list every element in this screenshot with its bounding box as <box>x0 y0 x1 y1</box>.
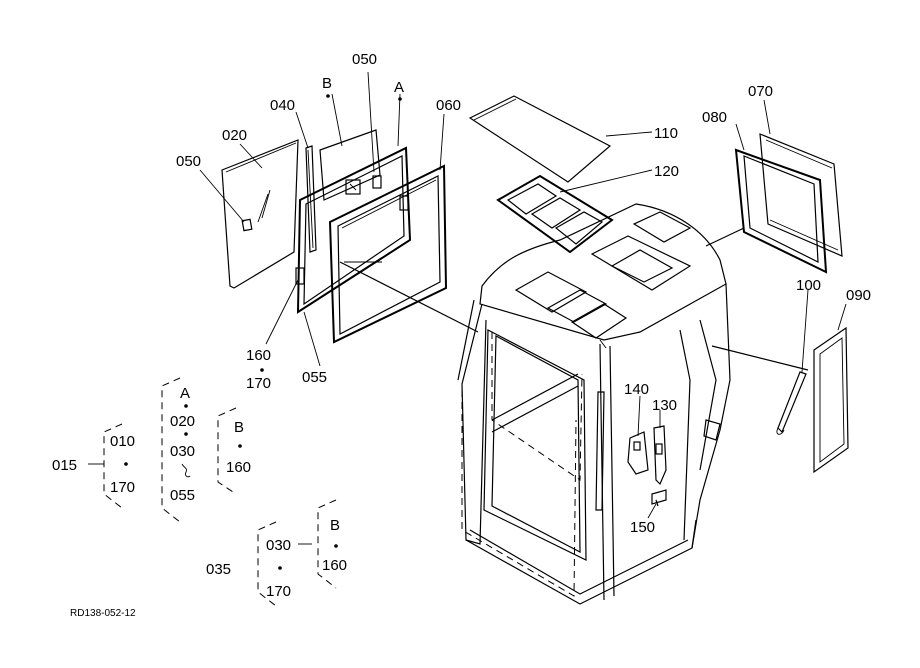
group-035-label: 035 <box>206 561 231 578</box>
group-015-col1-item-0: 010 <box>110 433 135 450</box>
part-020-glass-panel <box>221 139 299 289</box>
callout-050-upper: 050 <box>352 51 377 68</box>
callout-080: 080 <box>702 109 727 126</box>
group-035-col1-item-1: 170 <box>266 583 291 600</box>
callout-020: 020 <box>222 127 247 144</box>
callout-040: 040 <box>270 97 295 114</box>
group-015-col2-item-1: 020 <box>170 413 195 430</box>
callout-050: 050 <box>176 153 201 170</box>
part-060-window-frame <box>328 164 448 344</box>
group-035-col1-dot <box>278 566 282 570</box>
group-015-col3-item-1: 160 <box>226 459 251 476</box>
group-015-col2-dot-0 <box>184 404 188 408</box>
group-015-col2-item-2: 030 <box>170 443 195 460</box>
part-080-seal-frame <box>734 148 828 274</box>
group-015-label: 015 <box>52 457 77 474</box>
callout-b: B <box>322 75 332 92</box>
part-120-roof-grille <box>496 174 614 254</box>
part-070-side-glass <box>759 133 843 257</box>
callout-100: 100 <box>796 277 821 294</box>
callout-a-dot <box>398 97 402 101</box>
callout-b-dot <box>326 94 330 98</box>
group-015-col2-dot-1 <box>184 432 188 436</box>
part-090-rear-glass <box>813 326 849 474</box>
callout-110: 110 <box>654 125 678 142</box>
callout-120: 120 <box>654 163 679 180</box>
group-035-col1-item-0: 030 <box>266 537 291 554</box>
group-015-breakdown: 015 010 170 A 020 030 055 B 160 <box>52 377 251 523</box>
callout-160-dot <box>260 368 264 372</box>
group-035-breakdown: 035 030 170 B 160 <box>206 499 347 607</box>
group-015-range-mark <box>181 463 191 478</box>
part-150-bolt <box>651 489 667 507</box>
group-035-col2-item-0: B <box>330 517 340 534</box>
part-100-rubber-strip <box>776 371 807 435</box>
leader-lines <box>199 71 847 519</box>
group-035-col2-dot <box>334 544 338 548</box>
group-015-col1-dot <box>124 462 128 466</box>
callout-060: 060 <box>436 97 461 114</box>
callout-070: 070 <box>748 83 773 100</box>
part-110-roof-glass <box>468 95 612 183</box>
group-015-col1-item-1: 170 <box>110 479 135 496</box>
part-130-lever <box>653 425 667 486</box>
part-040-rail <box>305 145 317 253</box>
group-015-col2-item-0: A <box>180 385 190 402</box>
part-140-bracket <box>627 431 649 475</box>
callout-150: 150 <box>630 519 655 536</box>
group-015-col3-item-0: B <box>234 419 244 436</box>
drawing-code: RD138-052-12 <box>70 608 136 619</box>
callout-055: 055 <box>302 369 327 386</box>
group-035-col2-item-1: 160 <box>322 557 347 574</box>
group-015-col3-dot <box>238 444 242 448</box>
callout-090: 090 <box>846 287 871 304</box>
callout-170: 170 <box>246 375 271 392</box>
callout-a: A <box>394 79 404 96</box>
group-015-col2-item-3: 055 <box>170 487 195 504</box>
callout-140: 140 <box>624 381 649 398</box>
cabin-body <box>457 203 731 605</box>
callout-130: 130 <box>652 397 677 414</box>
callout-160: 160 <box>246 347 271 364</box>
